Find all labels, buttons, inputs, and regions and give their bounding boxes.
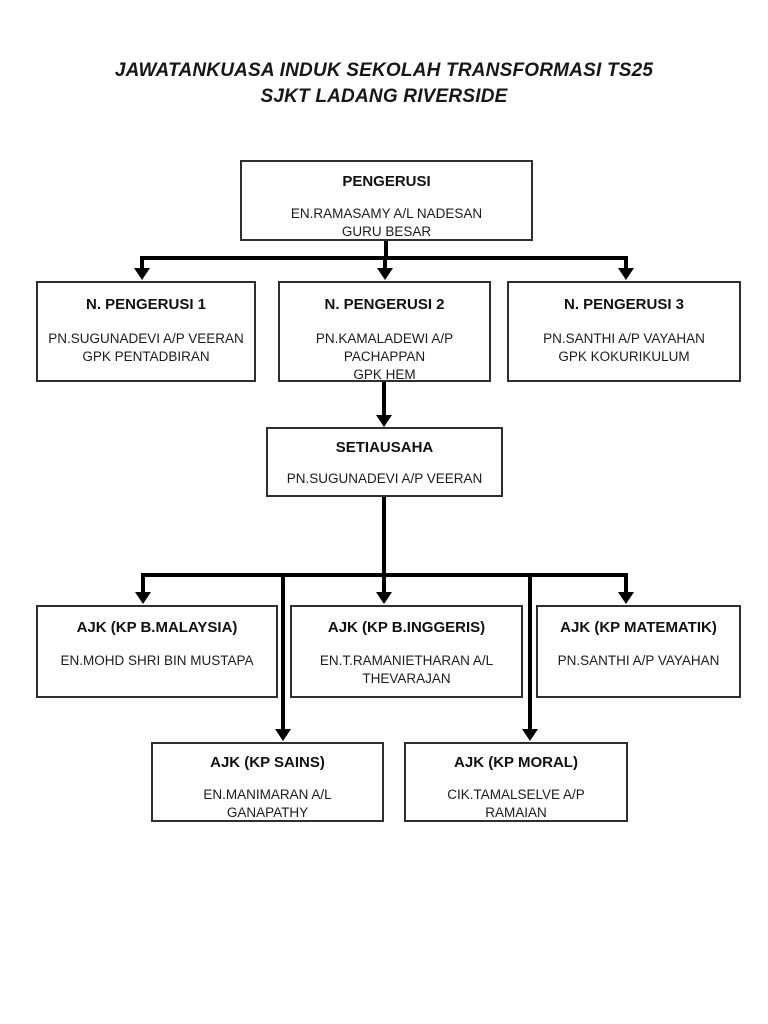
org-box-ajk-sains: AJK (KP SAINS) EN.MANIMARAN A/L GANAPATH… (151, 742, 384, 822)
org-box-title: N. PENGERUSI 1 (85, 296, 207, 313)
arrowheads (134, 268, 634, 741)
member-name: EN.MANIMARAN A/L GANAPATHY (203, 787, 332, 820)
org-box-ajk-binggeris: AJK (KP B.INGGERIS) EN.T.RAMANIETHARAN A… (290, 605, 523, 698)
org-box-title: AJK (KP MORAL) (454, 754, 578, 771)
member-name: PN.SUGUNADEVI A/P VEERAN (286, 471, 483, 486)
member-role: GURU BESAR (341, 224, 432, 239)
org-box-title: AJK (KP B.INGGERIS) (327, 619, 486, 636)
member-name: PN.SUGUNADEVI A/P VEERAN (48, 331, 244, 346)
org-box-ajk-matematik: AJK (KP MATEMATIK) PN.SANTHI A/P VAYAHAN (536, 605, 741, 698)
member-role: GPK HEM (353, 367, 416, 382)
member-name: CIK.TAMALSELVE A/P RAMAIAN (447, 787, 585, 820)
org-box-title: SETIAUSAHA (335, 439, 434, 456)
org-box-setiausaha: SETIAUSAHA PN.SUGUNADEVI A/P VEERAN (266, 427, 503, 497)
org-box-ajk-moral: AJK (KP MORAL) CIK.TAMALSELVE A/P RAMAIA… (404, 742, 628, 822)
org-box-title: AJK (KP MATEMATIK) (560, 619, 717, 636)
member-name: PN.KAMALADEWI A/P PACHAPPAN (315, 331, 454, 364)
org-box-title: N. PENGERUSI 2 (324, 296, 445, 313)
org-box-pengerusi: PENGERUSI EN.RAMASAMY A/L NADESAN GURU B… (240, 160, 533, 241)
member-name: EN.RAMASAMY A/L NADESAN (290, 206, 483, 221)
org-box-title: N. PENGERUSI 3 (563, 296, 685, 313)
member-role: GPK PENTADBIRAN (82, 349, 210, 364)
page-title: JAWATANKUASA INDUK SEKOLAH TRANSFORMASI … (0, 58, 768, 110)
org-box-n-pengerusi-3: N. PENGERUSI 3 PN.SANTHI A/P VAYAHAN GPK… (507, 281, 741, 382)
member-name: PN.SANTHI A/P VAYAHAN (557, 653, 720, 668)
member-role: GPK KOKURIKULUM (558, 349, 690, 364)
org-box-title: AJK (KP B.MALAYSIA) (76, 619, 238, 636)
org-box-ajk-bmalaysia: AJK (KP B.MALAYSIA) EN.MOHD SHRI BIN MUS… (36, 605, 278, 698)
page-title-line-2: SJKT LADANG RIVERSIDE (260, 86, 508, 107)
org-box-n-pengerusi-1: N. PENGERUSI 1 PN.SUGUNADEVI A/P VEERAN … (36, 281, 256, 382)
org-box-title: PENGERUSI (342, 173, 431, 190)
member-name: EN.MOHD SHRI BIN MUSTAPA (60, 653, 254, 668)
org-box-title: AJK (KP SAINS) (210, 754, 325, 771)
member-name: EN.T.RAMANIETHARAN A/L THEVARAJAN (319, 653, 494, 686)
org-box-n-pengerusi-2: N. PENGERUSI 2 PN.KAMALADEWI A/P PACHAPP… (278, 281, 491, 382)
member-name: PN.SANTHI A/P VAYAHAN (543, 331, 705, 346)
page-title-line-1: JAWATANKUASA INDUK SEKOLAH TRANSFORMASI … (114, 60, 654, 81)
